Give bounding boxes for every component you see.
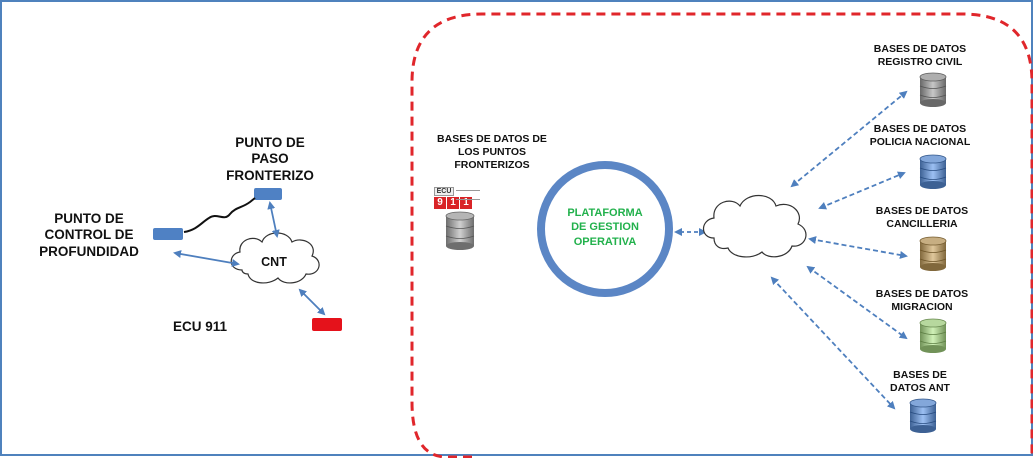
arrow-cancilleria xyxy=(808,236,908,259)
arrow-control-cnt xyxy=(173,250,240,267)
db-migracion-label: BASES DE DATOS MIGRACION xyxy=(875,288,969,314)
cnt-cloud xyxy=(230,232,320,284)
arrow-ant xyxy=(770,276,896,410)
db-ant-icon xyxy=(909,398,937,433)
db-fronterizos-icon xyxy=(445,211,475,250)
db-registro-civil-icon xyxy=(919,72,947,107)
arrow-paso-cnt xyxy=(267,201,280,238)
punto-control-label: PUNTO DE CONTROL DE PROFUNDIDAD xyxy=(39,211,139,259)
cable-line xyxy=(183,197,256,233)
platform-ring xyxy=(537,161,673,297)
db-registro-civil-label: BASES DE DATOS REGISTRO CIVIL xyxy=(873,43,967,69)
cnt-label: CNT xyxy=(261,255,287,269)
dashed-boundary xyxy=(410,12,1033,458)
ecu-digit-3: 1 xyxy=(460,197,472,209)
ecu911-device xyxy=(312,318,342,331)
platform-label: PLATAFORMA DE GESTION OPERATIVA xyxy=(567,207,643,248)
arrow-registro-civil xyxy=(790,90,908,188)
db-policia-label: BASES DE DATOS POLICIA NACIONAL xyxy=(869,123,971,149)
db-migracion-icon xyxy=(919,318,947,353)
db-policia-icon xyxy=(919,154,947,189)
ecu-digit-2: 1 xyxy=(447,197,459,209)
arrow-policia xyxy=(818,171,906,210)
ecu911-logo: ECU 9 1 1 xyxy=(434,187,482,213)
ecu-logo-text: ECU xyxy=(434,187,454,196)
punto-paso-label: PUNTO DE PASO FRONTERIZO xyxy=(226,135,314,183)
ecu-digit-1: 9 xyxy=(434,197,446,209)
db-ant-label: BASES DE DATOS ANT xyxy=(890,369,950,395)
db-cancilleria-label: BASES DE DATOS CANCILLERIA xyxy=(875,205,969,231)
ecu-logo-lines xyxy=(456,190,480,200)
ecu911-label: ECU 911 xyxy=(172,319,228,334)
central-cloud xyxy=(702,194,807,258)
punto-control-device xyxy=(153,228,183,240)
db-cancilleria-icon xyxy=(919,236,947,271)
database-cylinders xyxy=(909,72,947,433)
punto-paso-device xyxy=(254,188,282,200)
db-fronterizos-label: BASES DE DATOS DE LOS PUNTOS FRONTERIZOS xyxy=(437,133,547,172)
arrow-cnt-ecu911 xyxy=(298,288,326,316)
